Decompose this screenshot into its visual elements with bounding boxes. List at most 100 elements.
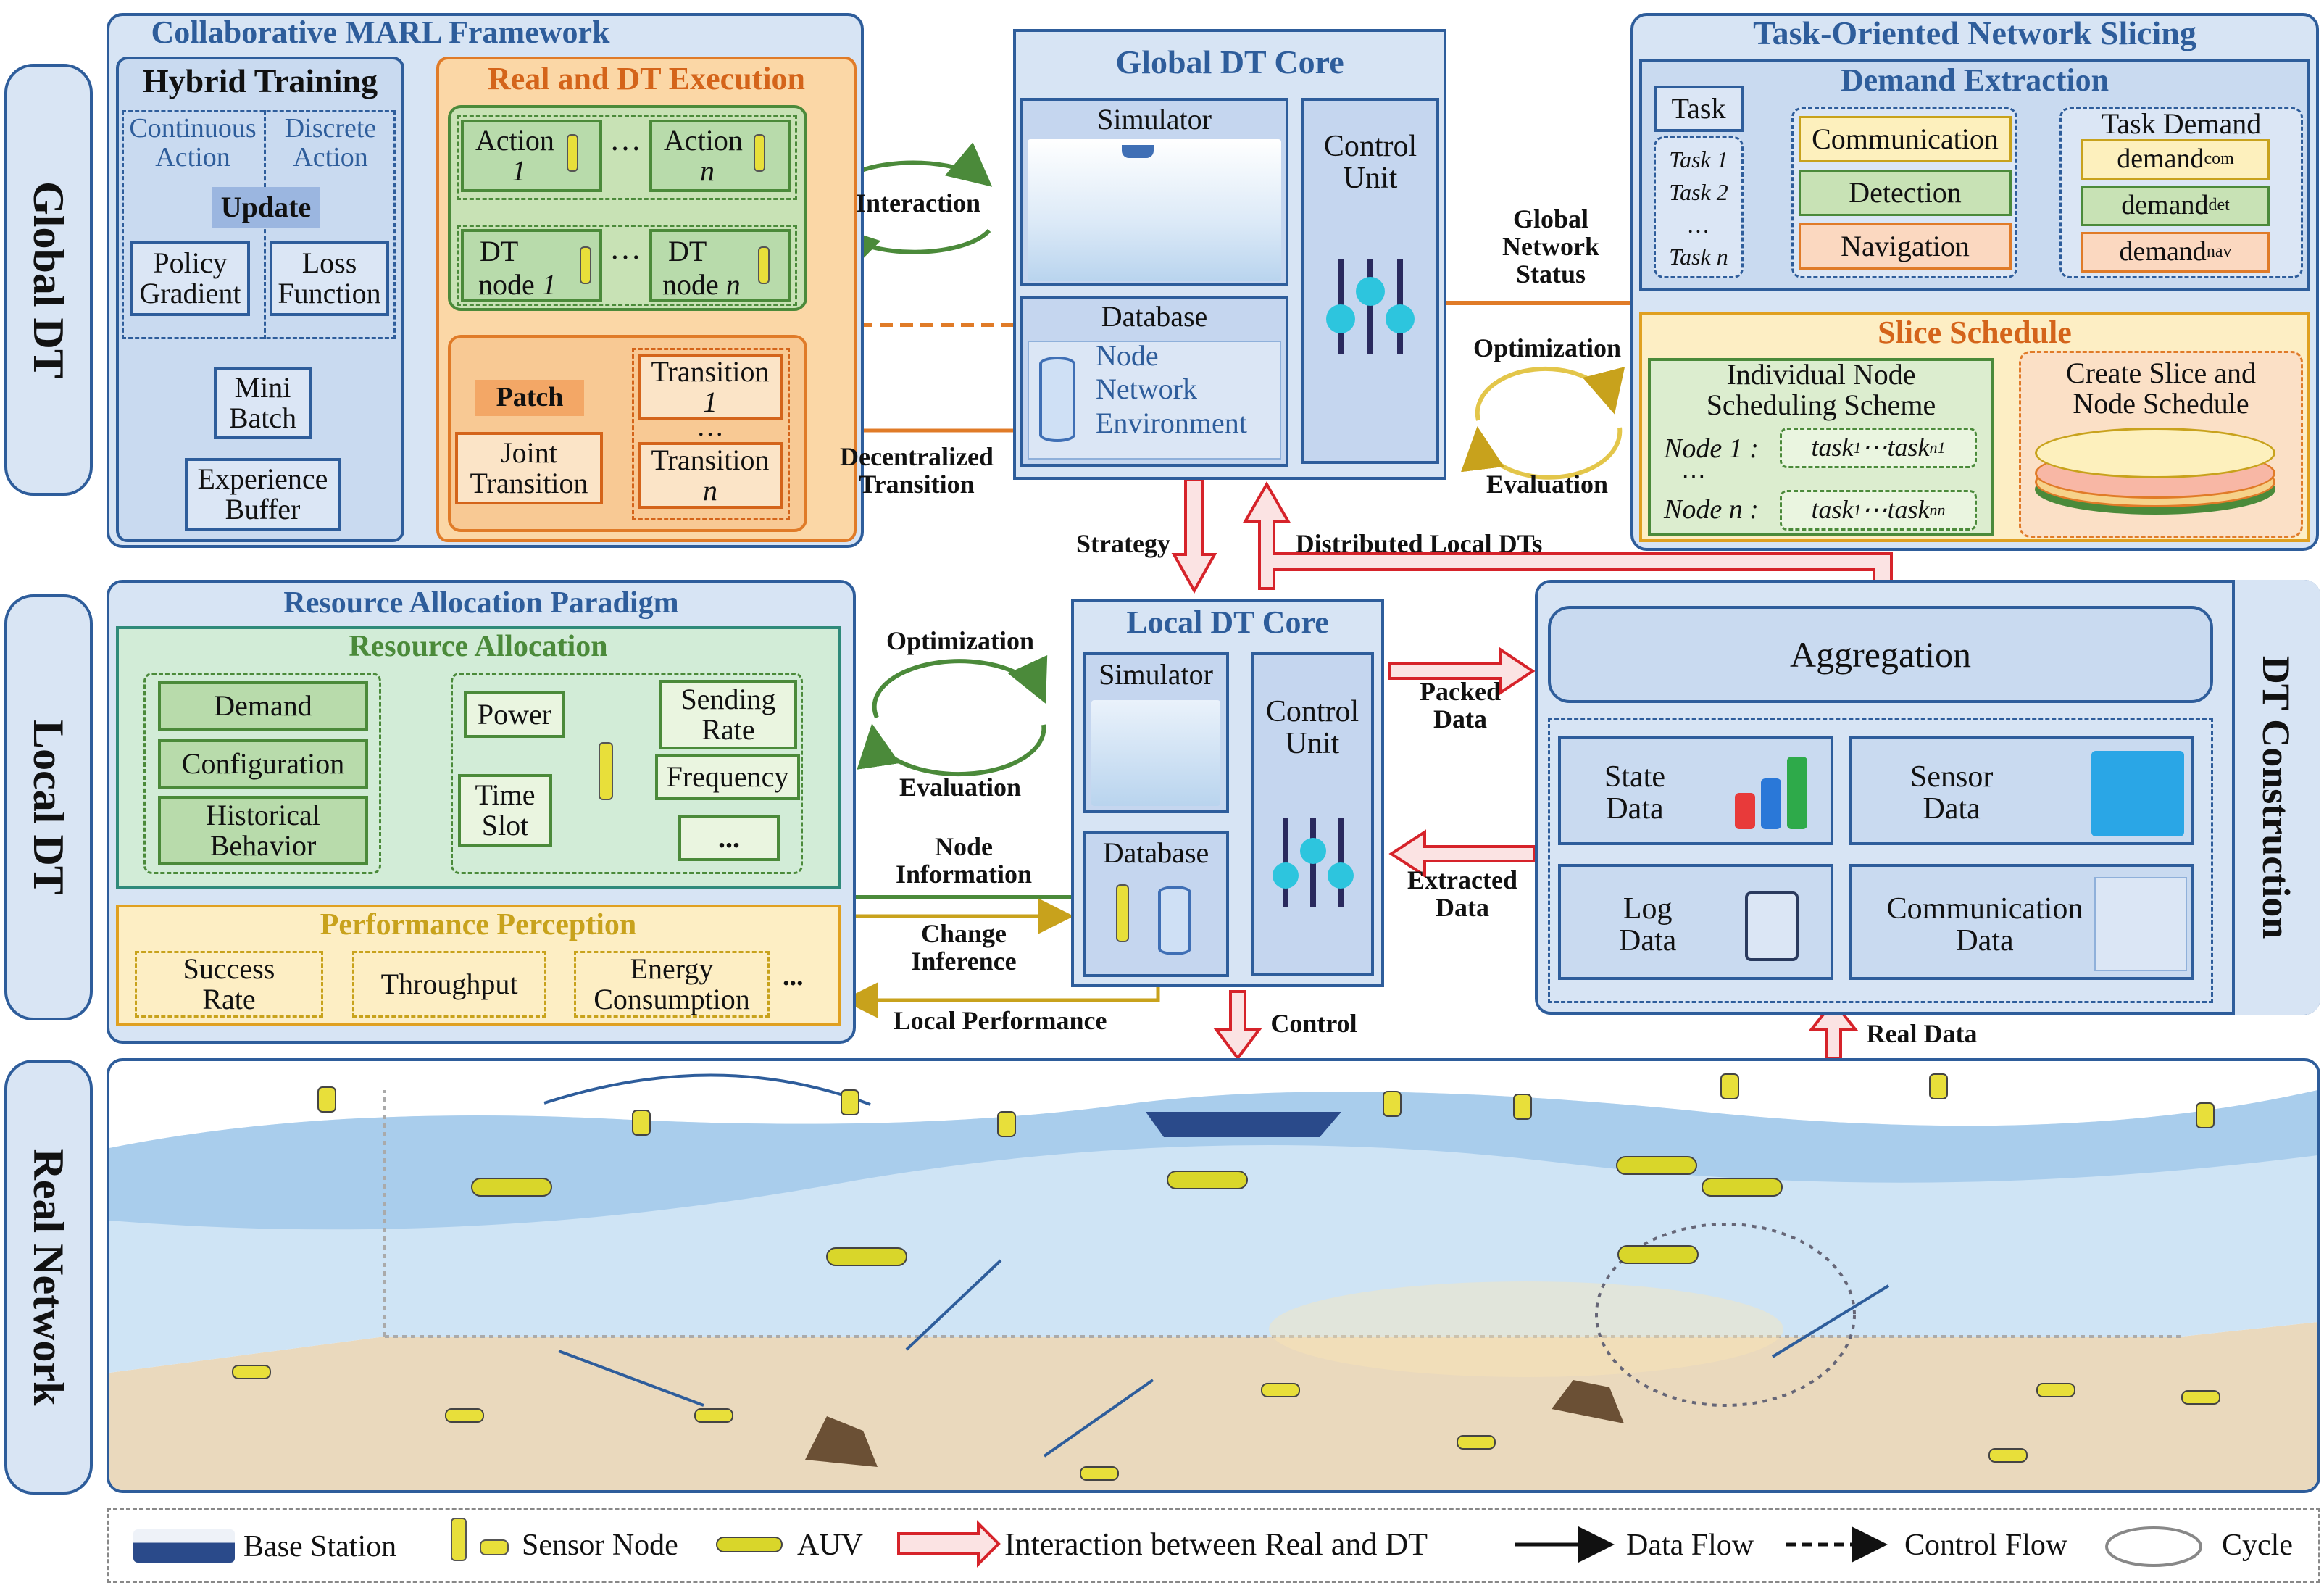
local-database-box (1083, 831, 1229, 977)
aggregation-box: Aggregation (1548, 606, 2213, 703)
comm-link-icon (2094, 877, 2187, 971)
auv-icon (716, 1537, 783, 1552)
sensor-node-icon (758, 246, 770, 284)
marl-title: Collaborative MARL Framework (151, 14, 610, 50)
resource-right-group (451, 673, 803, 874)
sensor-node-icon (567, 134, 578, 172)
task-list-box (1654, 136, 1744, 278)
throughput-box: Throughput (352, 951, 546, 1018)
clipboard-icon (1745, 891, 1799, 961)
real-network-panel (107, 1058, 2320, 1493)
bar-chart-icon (1735, 757, 1815, 829)
resource-paradigm-title: Resource Allocation Paradigm (283, 586, 679, 620)
demand-box: Demand (158, 681, 368, 731)
global-simulator-label: Simulator (1097, 103, 1212, 136)
global-database-label: Database (1101, 300, 1208, 333)
action-dashed-row (457, 115, 797, 200)
side-band-real (4, 1060, 93, 1495)
node-vdots: ⋯ (1681, 463, 1706, 490)
legend-cycle: Cycle (2222, 1529, 2293, 1562)
distributed-local-dts-label: Distributed Local DTs (1295, 529, 1543, 558)
sensor-node-icon (754, 134, 765, 172)
frequency-box: Frequency (655, 754, 800, 800)
action-space-dashed-box (122, 110, 396, 339)
performance-perception-panel (116, 905, 841, 1026)
patch-label: Patch (475, 380, 584, 416)
local-control-unit-box (1251, 652, 1374, 976)
slider-icon (1273, 818, 1354, 907)
global-evaluation-label: Evaluation (1486, 470, 1609, 499)
transition-ellipsis: … (696, 412, 724, 442)
global-simulator-scene (1028, 139, 1281, 281)
sensor-node-icon (599, 742, 613, 800)
slider-icon (1326, 259, 1415, 354)
power-box: Power (464, 691, 565, 738)
global-optimization-label: Optimization (1473, 333, 1621, 362)
local-optimization-label: Optimization (886, 626, 1034, 655)
performance-perception-title: Performance Perception (320, 908, 637, 941)
sensor-node-icon (1116, 884, 1129, 942)
dt-construction-side (2232, 580, 2320, 1015)
legend-base-station: Base Station (243, 1530, 397, 1563)
legend-interaction: Interaction between Real and DT (1004, 1526, 1428, 1562)
interaction-label: Interaction (856, 188, 980, 217)
node-1-label: Node 1 : (1664, 433, 1759, 464)
local-simulator-label: Simulator (1099, 658, 1213, 691)
dt-node-dashed-row (457, 225, 797, 306)
perf-more: ... (783, 961, 804, 992)
legend-data-flow: Data Flow (1626, 1529, 1754, 1562)
database-icon (1039, 357, 1075, 442)
data-types-group (1548, 718, 2213, 1003)
ocean-scene (109, 1073, 2317, 1490)
water-icon (2091, 751, 2184, 836)
configuration-box: Configuration (158, 739, 368, 789)
transitions-dashed-box (632, 348, 790, 520)
dt-node-ellipsis: … (609, 230, 641, 266)
sensor-node-icon (580, 246, 591, 284)
execution-title: Real and DT Execution (487, 61, 806, 96)
legend-box (107, 1508, 2320, 1583)
more-options-box: ... (678, 815, 780, 861)
legend-control-flow: Control Flow (1904, 1529, 2068, 1562)
control-label: Control (1270, 1009, 1357, 1038)
local-simulator-scene (1091, 700, 1220, 806)
update-label: Update (212, 187, 320, 228)
node-n-label: Node n : (1664, 494, 1759, 525)
local-performance-label: Local Performance (893, 1006, 1107, 1035)
resource-allocation-title: Resource Allocation (349, 630, 608, 663)
side-band-local (4, 594, 93, 1020)
base-station-icon (133, 1529, 235, 1563)
navigation-box: Navigation (1799, 223, 2012, 270)
network-slicing-title: Task-Oriented Network Slicing (1753, 14, 2196, 51)
task-box: Task (1654, 86, 1744, 132)
